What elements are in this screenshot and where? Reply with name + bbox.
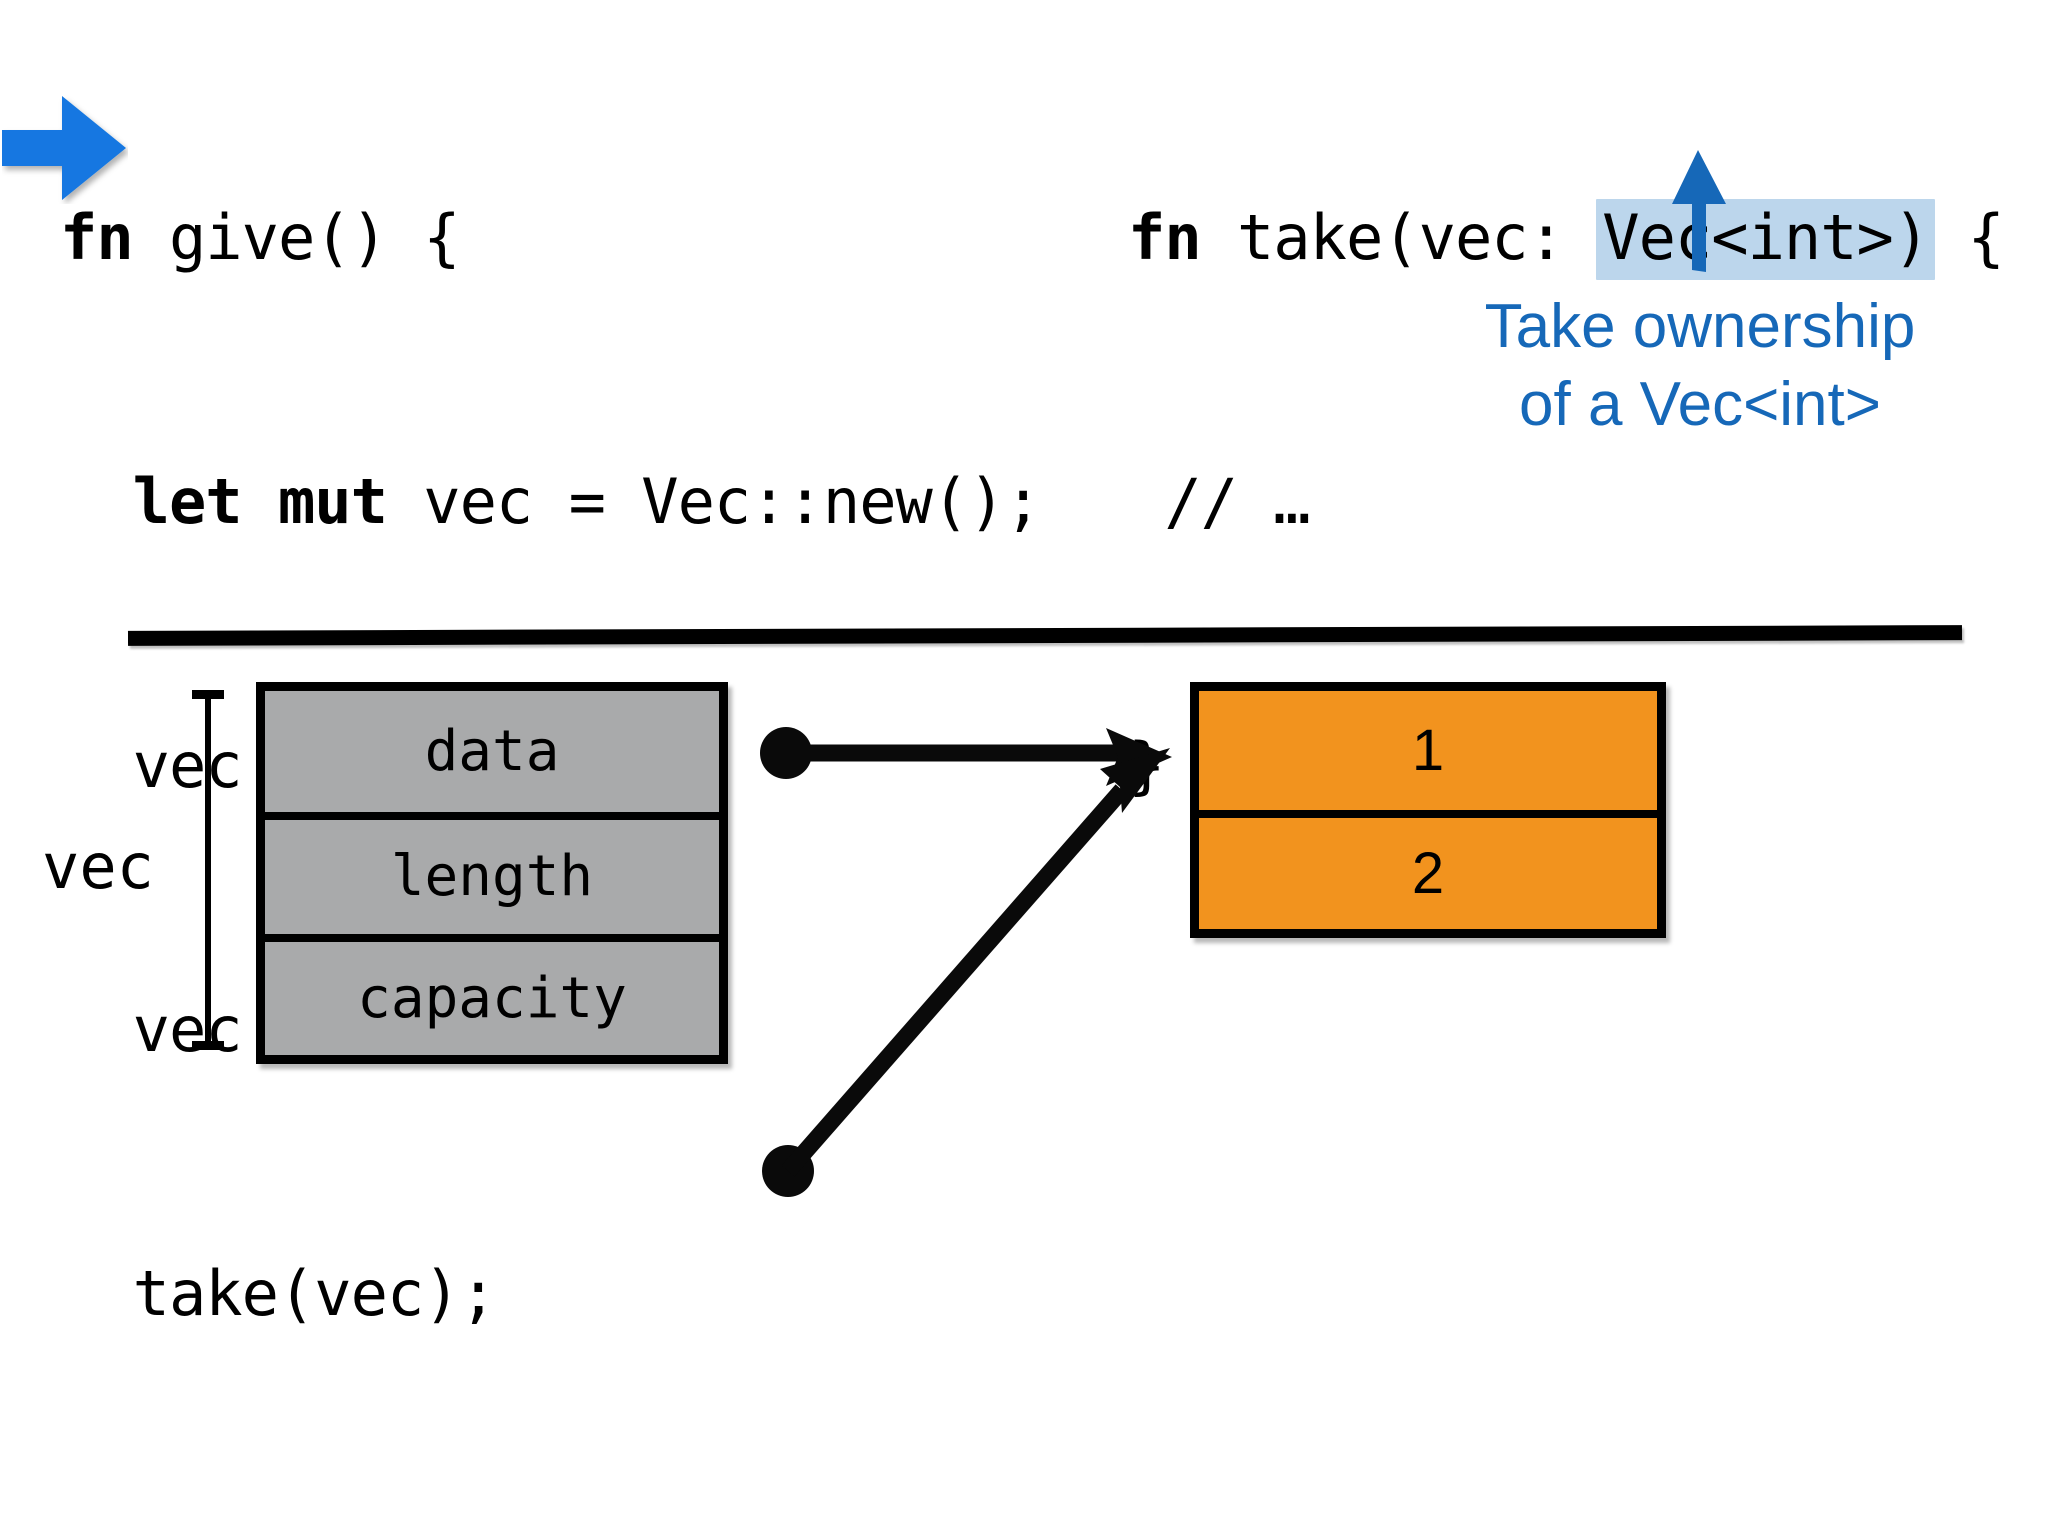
code-token-take-call: take(vec); — [60, 1257, 497, 1330]
code-token-signature: give() { — [168, 201, 461, 274]
ownership-callout-arrow-icon — [1672, 150, 1726, 272]
code-token-let-mut: let mut — [60, 465, 424, 538]
ownership-caption-line-1: Take ownership — [1484, 292, 1916, 361]
code-token-close-brace: } — [1128, 729, 1165, 802]
code-line: … — [60, 1514, 1041, 1536]
highlighted-type-vec-int: Vec<int>) — [1596, 199, 1936, 280]
vec-struct-box: data length capacity — [256, 682, 728, 1064]
code-line: fn take(vec: Vec<int>) { — [1128, 194, 2005, 282]
vec-field-data: data — [424, 719, 560, 785]
heap-cell-0: 1 — [1411, 718, 1445, 783]
ownership-caption-line-2: of a Vec<int> — [1519, 370, 1881, 439]
bracket-cap-top — [192, 690, 224, 699]
code-block-take: fn take(vec: Vec<int>) { // … } — [1128, 18, 2005, 986]
code-token-fn: fn — [60, 201, 169, 274]
code-line: // … — [1128, 458, 2004, 546]
code-token-open-brace: { — [1931, 201, 2005, 274]
ownership-caption: Take ownership of a Vec<int> — [1420, 288, 1980, 444]
heap-array-box: 1 2 — [1190, 682, 1666, 938]
code-token-take-sig: take(vec: — [1236, 201, 1601, 274]
vec-field-capacity: capacity — [265, 933, 719, 1055]
code-line: let mut vec = Vec::new(); — [60, 458, 1042, 546]
code-line: take(vec); — [60, 1250, 1041, 1338]
vec-span-bracket — [192, 690, 224, 1050]
code-token-vec-new: vec = Vec::new(); — [423, 465, 1042, 538]
code-line: fn give() { — [60, 194, 1041, 282]
code-token-comment: // … — [1128, 465, 1310, 538]
vec-variable-label: vec — [42, 830, 154, 903]
bracket-cap-bottom — [192, 1041, 224, 1050]
vec-field-length: length — [265, 812, 719, 933]
bracket-stem — [205, 690, 211, 1050]
code-token-ellipsis: … — [60, 1521, 170, 1536]
code-token-fn: fn — [1128, 201, 1237, 274]
current-line-pointer-icon — [2, 96, 126, 200]
heap-cell-1: 2 — [1199, 810, 1657, 929]
